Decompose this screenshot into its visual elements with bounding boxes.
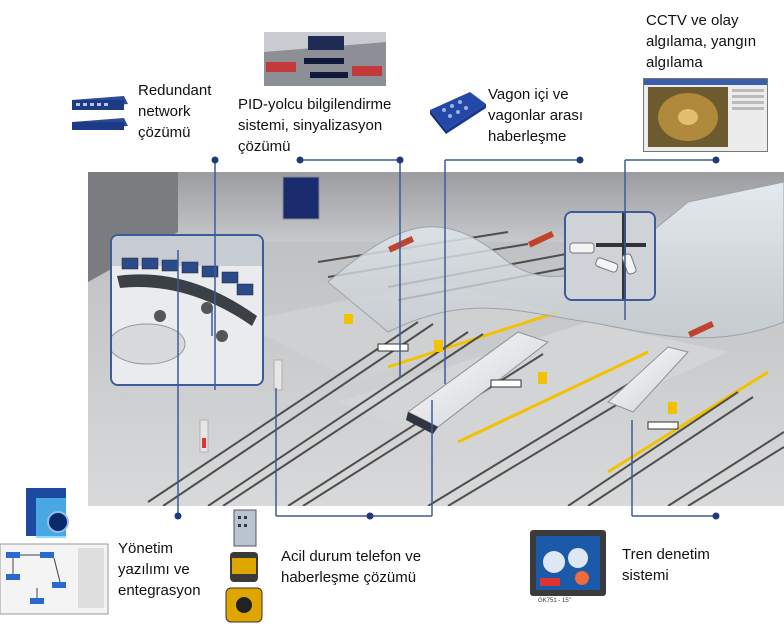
label-vagon: Vagon içi ve vagonlar arası haberleşme [488, 86, 584, 145]
wagon-comm-device-svg [430, 92, 486, 134]
train-control-panel-image: GK751 - 15" [530, 530, 606, 610]
dot-tren [712, 512, 720, 520]
pid-display-image [264, 32, 386, 86]
dot-cctv [712, 156, 720, 164]
camera-svg [566, 213, 654, 299]
dot-vagon [576, 156, 584, 164]
emergency-phone-devices-image [222, 508, 266, 624]
network-switch-svg [72, 96, 128, 130]
panel-caption: GK751 - 15" [538, 598, 571, 604]
cctv-software-screenshot [643, 78, 768, 152]
management-software-image [0, 486, 112, 618]
dot-yonetim [174, 512, 182, 520]
station-illustration [88, 172, 784, 506]
train-control-panel-svg [530, 530, 606, 596]
cctv-software-svg [644, 79, 767, 151]
dot-pid [296, 156, 304, 164]
connector-pid [300, 159, 401, 378]
control-room-svg [112, 236, 262, 384]
management-software-svg [0, 488, 109, 615]
emergency-phone-svg [225, 509, 263, 623]
camera-inset [564, 211, 656, 301]
wagon-comm-device-image [426, 90, 488, 134]
label-pid: PID-yolcu bilgilendirme sistemi, sinyali… [238, 96, 392, 155]
label-redundant-network: Redundant network çözümü [138, 82, 212, 141]
label-cctv: CCTV ve olay algılama, yangın algılama [646, 12, 757, 71]
dot-redundant [211, 156, 219, 164]
label-acil: Acil durum telefon ve haberleşme çözümü [281, 548, 422, 586]
network-switch-image [68, 92, 132, 136]
label-yonetim: Yönetim yazılımı ve entegrasyon [118, 540, 201, 599]
dot-acil [366, 512, 374, 520]
label-tren: Tren denetim sistemi [622, 546, 710, 584]
pid-display-svg [264, 32, 386, 86]
station-scene-svg [88, 172, 784, 506]
control-room-inset [110, 234, 264, 386]
